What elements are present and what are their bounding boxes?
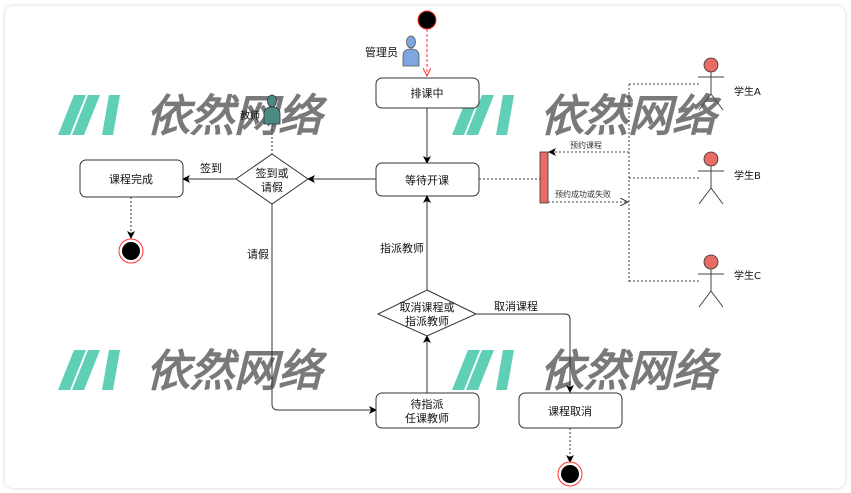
- decision-cancel-or-assign[interactable]: [376, 289, 478, 337]
- node-completed-label: 课程完成: [109, 172, 153, 186]
- watermark: 依然网络: [452, 346, 722, 397]
- teacher-label: 教师: [240, 109, 260, 122]
- student-c-label: 学生C: [734, 269, 761, 282]
- end-node: [118, 238, 144, 264]
- decision-checkin-line2: 请假: [261, 180, 283, 194]
- edge-cancel-label: 取消课程: [494, 299, 538, 313]
- watermark-text: 依然网络: [146, 91, 328, 142]
- edge-leave: [271, 204, 377, 414]
- end-node: [557, 461, 583, 487]
- watermark: 依然网络: [58, 346, 328, 397]
- student-figure-icon: [698, 151, 724, 205]
- node-scheduling-label: 排课中: [411, 86, 444, 100]
- student-a-label: 学生A: [734, 85, 761, 98]
- edge-cancel-course: [476, 313, 574, 393]
- decision-cancel-line2: 指派教师: [405, 314, 449, 328]
- watermark-text: 依然网络: [146, 346, 328, 397]
- watermark: 依然网络: [452, 91, 722, 142]
- watermark-logo-icon: [58, 350, 120, 390]
- node-cancelled-label: 课程取消: [548, 404, 592, 418]
- edge-leave-label: 请假: [247, 247, 269, 261]
- node-waiting-label: 等待开课: [405, 173, 449, 187]
- watermark-text: 依然网络: [540, 91, 722, 142]
- student-b-label: 学生B: [734, 169, 761, 182]
- node-pending-line2: 任课教师: [405, 412, 449, 425]
- edge-checkin-label: 签到: [200, 161, 222, 175]
- node-pending-line1: 待指派: [411, 397, 444, 411]
- watermark-text: 依然网络: [540, 346, 722, 397]
- decision-cancel-line1: 取消课程或: [400, 300, 455, 314]
- start-node: [417, 10, 437, 30]
- student-figure-icon: [698, 254, 724, 308]
- student-figure-icon: [698, 57, 724, 111]
- edge-result-label: 预约成功或失败: [555, 189, 611, 199]
- watermark-logo-icon: [452, 350, 514, 390]
- admin-label: 管理员: [365, 45, 398, 59]
- edge-assign-label: 指派教师: [380, 241, 424, 255]
- teacher-figure-icon: [263, 94, 281, 125]
- sync-bar: [539, 151, 549, 204]
- decision-checkin-line1: 签到或: [256, 166, 289, 180]
- watermark: 依然网络: [58, 91, 328, 142]
- edge-book-label: 预约课程: [570, 140, 602, 150]
- watermark-logo-icon: [58, 95, 120, 135]
- admin-figure-icon: [402, 35, 420, 67]
